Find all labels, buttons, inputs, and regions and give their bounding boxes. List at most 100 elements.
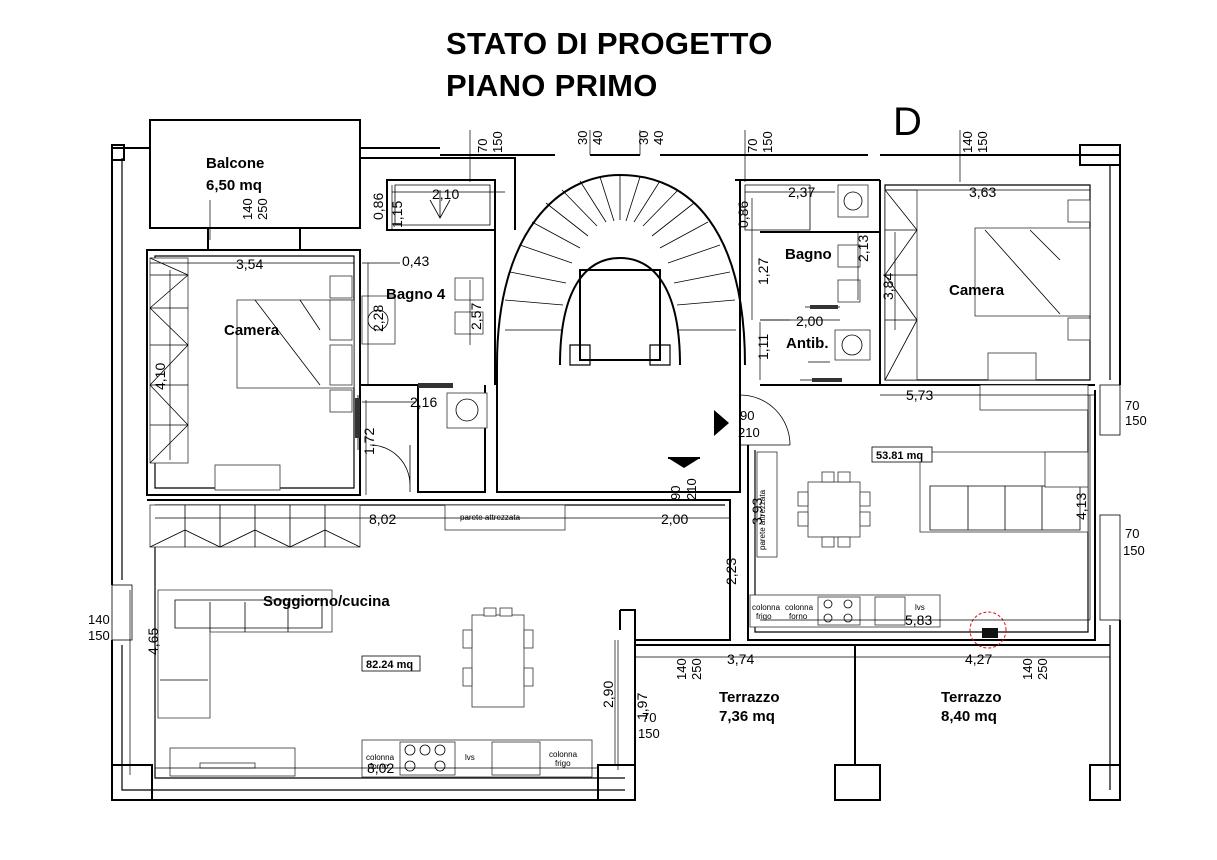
- label-soggiorno-area: 82.24 mq: [366, 659, 413, 671]
- window-r2-width: 70: [1125, 526, 1139, 541]
- wardrobe-left: [149, 257, 189, 464]
- left-outer-wall: [111, 147, 636, 801]
- room-labels: Balcone 6,50 mq Camera Bagno 4 Bagno Ant…: [206, 155, 1005, 725]
- dining-table-left: [471, 614, 525, 708]
- interior-walls: [146, 157, 1110, 779]
- dim-3-63: 3,63: [969, 184, 996, 200]
- label-colonna-left-a: colonna: [366, 753, 395, 762]
- dim-3-54: 3,54: [236, 256, 263, 272]
- label-bagno: Bagno: [785, 246, 832, 263]
- window-s1-width: 70: [642, 710, 656, 725]
- label-right-area: 53.81 mq: [876, 450, 923, 462]
- living-right-walls: [747, 390, 1096, 641]
- double-bed-right: [974, 227, 1091, 317]
- label-colonna-frigo-right-b: frigo: [756, 612, 772, 621]
- dim-3-74: 3,74: [727, 651, 754, 667]
- dim-4-65: 4,65: [145, 628, 161, 655]
- window-l1-width: 140: [88, 612, 110, 627]
- label-lvs-right: lvs: [915, 603, 925, 612]
- terrace2-width: 140: [1020, 658, 1035, 680]
- terrace1-height: 250: [689, 658, 704, 680]
- dining-table-right: [807, 481, 861, 538]
- dim-2-57: 2,57: [468, 303, 484, 330]
- page-subtitle: PIANO PRIMO: [446, 68, 658, 103]
- bagno4-walls: [360, 157, 516, 493]
- label-colonna-frigo-left-a: colonna: [549, 750, 578, 759]
- label-colonna-frigo-left-b: frigo: [555, 759, 571, 768]
- outer-walls: [111, 119, 1121, 801]
- dim-4-27: 4,27: [965, 651, 992, 667]
- dim-2-23: 2,23: [723, 558, 739, 585]
- label-parete-attrezzata-1: parete attrezzata: [460, 513, 521, 522]
- dim-2-28: 2,28: [370, 305, 386, 332]
- door2-width: 90: [668, 486, 683, 500]
- label-parete-attrezzata-2: parete attrezzata: [758, 489, 767, 550]
- dim-2-16: 2,16: [410, 394, 437, 410]
- dim-1-11: 1,11: [755, 334, 771, 360]
- window-r2-height: 150: [1123, 543, 1145, 558]
- dim-3-93: 3,93: [749, 498, 765, 525]
- label-colonna-left-b: forno: [370, 762, 389, 771]
- window-s1-height: 150: [638, 726, 660, 741]
- balcony-outline: [149, 119, 361, 229]
- opening-o6-width: 140: [240, 198, 255, 220]
- unit-letter: D: [893, 100, 922, 144]
- dim-1-97: 1,97: [634, 693, 650, 720]
- dim-4-13: 4,13: [1073, 493, 1089, 520]
- label-terrazzo2-area: 8,40 mq: [941, 708, 997, 725]
- opening-o1-height: 150: [490, 131, 505, 153]
- staircase: [496, 173, 746, 493]
- opening-o2-height: 40: [590, 131, 605, 145]
- opening-o5-height: 150: [975, 131, 990, 153]
- dim-2-00a: 2,00: [661, 511, 688, 527]
- opening-o1-width: 70: [475, 139, 490, 153]
- opening-o5-width: 140: [960, 131, 975, 153]
- terrace2-height: 250: [1035, 658, 1050, 680]
- terrace1-width: 140: [674, 658, 689, 680]
- dim-8-02a: 8,02: [369, 511, 396, 527]
- dim-4-10: 4,10: [152, 363, 168, 390]
- opening-o3-width: 30: [636, 131, 651, 145]
- label-antib: Antib.: [786, 335, 829, 352]
- dim-0-86a: 0,86: [370, 193, 386, 220]
- dim-3-84: 3,84: [880, 273, 896, 300]
- dim-5-73: 5,73: [906, 387, 933, 403]
- wardrobe-right: [884, 189, 918, 381]
- dimension-lines: 2,10 3,54 0,43 2,16 8,02 2,00 2,37 2,00 …: [129, 184, 1110, 776]
- opening-o2-width: 30: [575, 131, 590, 145]
- dim-2-00b: 2,00: [796, 313, 823, 329]
- opening-markers: 70 150 30 40 30 40 70 150 140 150 140 25…: [88, 130, 1147, 741]
- door-width: 90: [740, 408, 754, 423]
- dim-1-27: 1,27: [755, 258, 771, 285]
- opening-o3-height: 40: [651, 131, 666, 145]
- page-title: STATO DI PROGETTO: [446, 26, 773, 61]
- dim-5-83: 5,83: [905, 612, 932, 628]
- dim-0-43: 0,43: [402, 253, 429, 269]
- dim-0-86b: 0,86: [735, 201, 751, 228]
- dim-8-02b: 8,02: [367, 760, 394, 776]
- door-height: 210: [738, 425, 760, 440]
- door2-height: 210: [684, 478, 699, 500]
- label-camera-right: Camera: [949, 282, 1005, 299]
- window-r1-height: 150: [1125, 413, 1147, 428]
- dim-1-15: 1,15: [389, 201, 405, 228]
- label-camera-left: Camera: [224, 322, 280, 339]
- opening-o4-width: 70: [745, 139, 760, 153]
- dim-2-13: 2,13: [855, 235, 871, 262]
- window-l1-height: 150: [88, 628, 110, 643]
- top-outer-wall: [440, 154, 1121, 800]
- label-balcone: Balcone: [206, 155, 264, 172]
- dim-2-10: 2,10: [432, 186, 459, 202]
- label-balcone-area: 6,50 mq: [206, 177, 262, 194]
- dim-1-72: 1,72: [361, 428, 377, 455]
- left-bedroom-walls: [146, 249, 361, 496]
- opening-o6-height: 250: [255, 198, 270, 220]
- label-terrazzo2: Terrazzo: [941, 689, 1002, 706]
- dim-2-37: 2,37: [788, 184, 815, 200]
- label-bagno4: Bagno 4: [386, 286, 446, 303]
- window-r1-width: 70: [1125, 398, 1139, 413]
- bagno-right-walls: [735, 179, 1095, 490]
- opening-o4-height: 150: [760, 131, 775, 153]
- label-colonna-forno-b: forno: [789, 612, 808, 621]
